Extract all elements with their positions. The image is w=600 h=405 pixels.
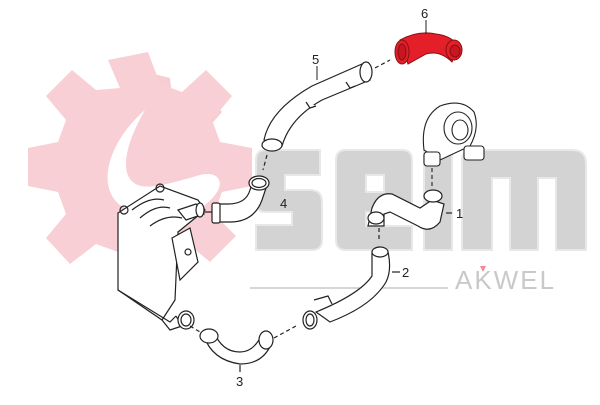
part-3-hose bbox=[189, 325, 297, 372]
brand-accent-icon bbox=[480, 266, 486, 272]
leader-lines bbox=[316, 20, 427, 80]
part-6-hose-highlighted bbox=[394, 32, 463, 65]
turbocharger bbox=[422, 102, 485, 186]
part-2-hose bbox=[302, 246, 400, 330]
callout-3: 3 bbox=[236, 374, 243, 389]
callout-6: 6 bbox=[421, 6, 428, 21]
callout-4: 4 bbox=[280, 196, 287, 211]
part-4-hose bbox=[204, 175, 270, 224]
part-1-hose bbox=[367, 189, 452, 242]
brand-text: AKWEL bbox=[455, 265, 556, 295]
intercooler bbox=[117, 183, 206, 331]
seim-logo-letters bbox=[255, 149, 587, 251]
callout-5: 5 bbox=[312, 52, 319, 67]
callout-1: 1 bbox=[456, 206, 463, 221]
part-5-pipe bbox=[261, 59, 391, 171]
callout-2: 2 bbox=[402, 265, 409, 280]
